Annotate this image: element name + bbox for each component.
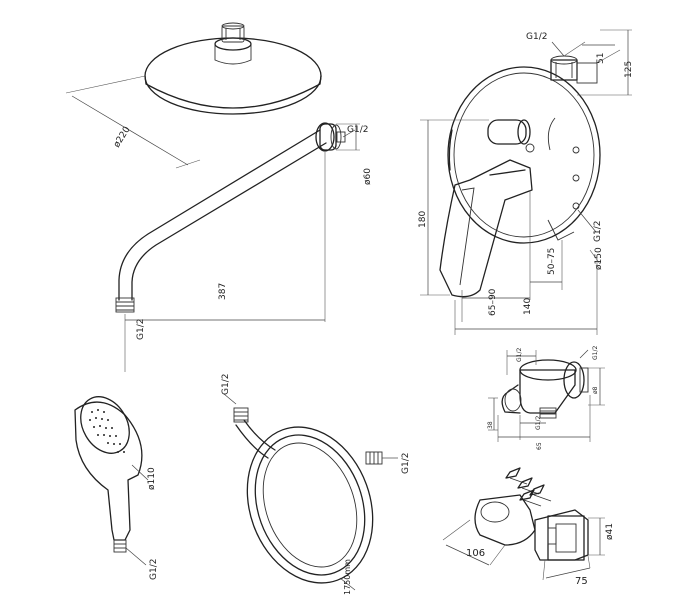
holder-diameter-label: ø41 [605, 523, 615, 540]
hand-shower-diameter-label: ø110 [147, 467, 157, 490]
wall-outlet [501, 359, 589, 419]
holder-dimensions: ø41 106 75 [442, 517, 615, 587]
outlet-width-label: 65 [536, 442, 543, 450]
outlet-thread-bottom-label: G1/2 [535, 416, 542, 430]
shower-head-diameter-label: ø220 [112, 125, 133, 150]
holder-width-label: 75 [575, 576, 588, 587]
wall-outlet-dimensions: G1/2 G1/2 ø8 38 G1/2 65 [487, 346, 605, 450]
outlet-thread-top-left-label: G1/2 [516, 348, 523, 362]
arm-end-thread-label: G1/2 [136, 319, 146, 340]
concealed-mixer [439, 55, 601, 298]
mixer-plate-diameter-label: ø150 [594, 247, 604, 270]
arm-thread-label: G1/2 [347, 125, 368, 135]
hand-shower-dimensions: ø110 G1/2 [125, 464, 159, 580]
hand-shower-holder [474, 494, 589, 561]
shower-hose [233, 407, 383, 584]
spray-nozzles [89, 409, 125, 453]
hose-dimensions: G1/2 G1/2 1750mm [221, 374, 411, 595]
rain-shower-head [144, 22, 322, 115]
mixer-top-thread-label: G1/2 [526, 32, 547, 42]
outlet-thread-top-right-label: G1/2 [592, 346, 599, 360]
mixer-depth-total-label: 140 [523, 298, 533, 315]
mixer-dimensions: G1/2 51 125 180 G1/2 ø150 50–75 65–90 14… [418, 29, 634, 335]
mixer-top-height-label: 125 [624, 61, 634, 78]
shower-head-diameter-dimension: ø220 [65, 75, 201, 169]
outlet-depth-label: 38 [487, 421, 494, 429]
outlet-height-label: ø8 [592, 386, 599, 394]
holder-length-label: 106 [466, 548, 485, 559]
mixer-depth-range-1-label: 50–75 [547, 248, 557, 275]
arm-flange-diameter-label: ø60 [363, 168, 373, 185]
hand-shower-thread-label: G1/2 [149, 559, 159, 580]
mixer-depth-range-2-label: 65–90 [488, 288, 498, 316]
shower-arm-dimensions: G1/2 ø60 387 G1/2 [124, 123, 373, 372]
hose-length-label: 1750mm [343, 559, 352, 595]
hose-thread-top-label: G1/2 [221, 374, 231, 395]
mixer-top-width-label: 51 [596, 53, 606, 64]
arm-length-label: 387 [218, 283, 228, 300]
mixer-side-thread-label: G1/2 [593, 221, 603, 242]
shower-arm [115, 122, 346, 313]
hose-thread-right-label: G1/2 [401, 453, 411, 474]
mixer-height-label: 180 [418, 211, 428, 228]
screws [505, 467, 552, 507]
hand-shower [74, 396, 143, 553]
